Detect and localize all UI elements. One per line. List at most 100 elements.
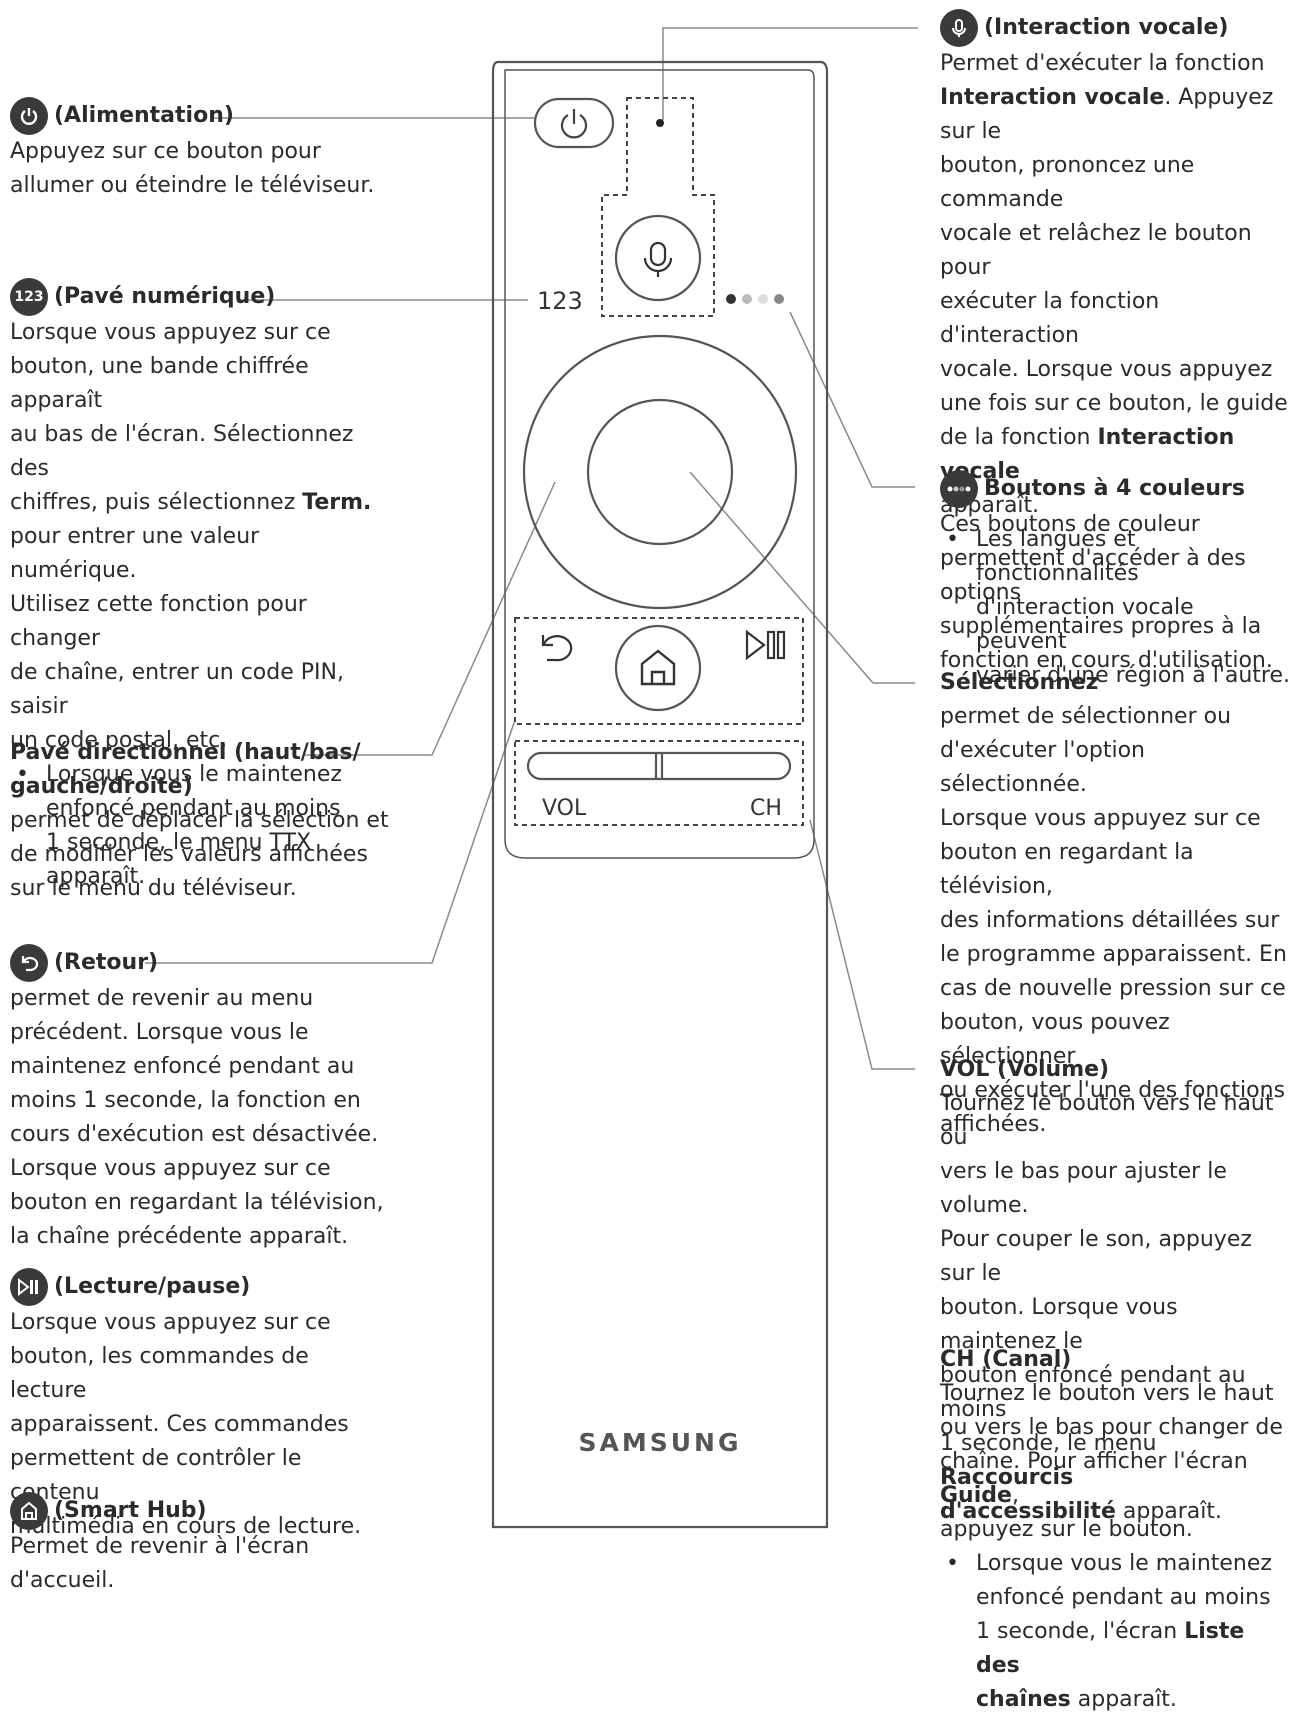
leader-back <box>145 719 516 964</box>
back-desc-6: Lorsque vous appuyez sur ce <box>10 1156 331 1181</box>
voice-desc-7: une fois sur ce bouton, le guide <box>940 391 1288 416</box>
ch-desc-1: Tournez le bouton vers le haut <box>940 1381 1274 1406</box>
vol-desc-7-text: apparaît. <box>1115 1499 1223 1524</box>
ch-title: CH (Canal) <box>940 1347 1072 1372</box>
power-button[interactable] <box>533 97 615 149</box>
select-desc-4: bouton en regardant la télévision, <box>940 840 1194 899</box>
mic-hole <box>656 119 664 127</box>
back-arrow-icon <box>541 635 573 662</box>
voice-desc-1: Permet d'exécuter la fonction <box>940 51 1265 76</box>
vol-desc-3: Pour couper le son, appuyez sur le <box>940 1227 1252 1286</box>
microphone-icon <box>643 241 673 277</box>
ch-desc-3: chaîne. Pour afficher l'écran Guide, <box>940 1445 1290 1513</box>
ch-desc-3-comma: , <box>1011 1483 1019 1508</box>
play-title: (Lecture/pause) <box>54 1274 251 1299</box>
remote-panel <box>504 69 815 859</box>
voice-bullet-2: d'interaction vocale peuvent <box>976 595 1194 654</box>
ch-bullet-3-text: 1 seconde, l'écran <box>976 1619 1185 1644</box>
back-desc-2: précédent. Lorsque vous le <box>10 1020 309 1045</box>
color-dots-icon <box>726 294 784 304</box>
select-section: Sélectionnez permet de sélectionner ou d… <box>940 666 1290 1142</box>
back-title: (Retour) <box>54 950 159 975</box>
ch-section: CH (Canal) Tournez le bouton vers le hau… <box>940 1343 1290 1717</box>
voice-title: (Interaction vocale) <box>984 15 1229 40</box>
ch-desc-4: appuyez sur le bouton. <box>940 1517 1193 1542</box>
dpad-desc-2: de modifier les valeurs affichées <box>10 842 368 867</box>
keypad-bullet-2: enfoncé pendant au moins <box>46 796 341 821</box>
color-dots-icon <box>940 470 978 508</box>
ch-desc-3-bold: Guide <box>940 1483 1012 1508</box>
voice-desc-5: exécuter la fonction d'interaction <box>940 289 1160 348</box>
select-desc-1: permet de sélectionner ou <box>940 704 1232 729</box>
leader-colors <box>789 311 915 488</box>
voice-section: (Interaction vocale) Permet d'exécuter l… <box>940 9 1290 693</box>
vol-desc-4: bouton. Lorsque vous maintenez le <box>940 1295 1178 1354</box>
home-icon <box>10 1492 48 1530</box>
keypad-desc-3: au bas de l'écran. Sélectionnez des <box>10 422 354 481</box>
dpad-title-2: gauche/droite) <box>10 774 193 799</box>
dpad-ring[interactable] <box>522 334 798 610</box>
vol-section: VOL (Volume) Tournez le bouton vers le h… <box>940 1053 1290 1529</box>
ch-desc-3-text: chaîne. Pour afficher l'écran <box>940 1449 1248 1474</box>
vol-ch-rocker[interactable] <box>526 751 792 781</box>
select-button[interactable] <box>586 398 734 546</box>
keypad-bullet-3: 1 seconde, le menu TTX <box>46 830 312 855</box>
select-desc-7: cas de nouvelle pression sur ce <box>940 976 1286 1001</box>
power-icon <box>10 97 48 135</box>
power-title: (Alimentation) <box>54 103 234 128</box>
select-desc-10: affichées. <box>940 1112 1047 1137</box>
voice-desc-6: vocale. Lorsque vous appuyez <box>940 357 1273 382</box>
select-desc-6: le programme apparaissent. En <box>940 942 1287 967</box>
voice-button[interactable] <box>614 214 702 302</box>
play-desc-1: Lorsque vous appuyez sur ce <box>10 1310 331 1335</box>
voice-bullet-3: varier d'une région à l'autre. <box>976 663 1291 688</box>
voice-highlight <box>601 97 715 317</box>
keypad-bullet-4: apparaît. <box>46 864 146 889</box>
select-desc-9: ou exécuter l'une des fonctions <box>940 1078 1286 1103</box>
home-section: (Smart Hub) Permet de revenir à l'écran … <box>10 1492 390 1598</box>
keypad-desc-4-text: chiffres, puis sélectionnez <box>10 490 303 515</box>
power-icon <box>560 109 588 139</box>
colors-desc-3: supplémentaires propres à la <box>940 614 1262 639</box>
colors-desc-4: fonction en cours d'utilisation. <box>940 648 1273 673</box>
voice-desc-3: bouton, prononcez une commande <box>940 153 1195 212</box>
brand-logo: SAMSUNG <box>579 1428 742 1457</box>
select-desc-8: bouton, vous pouvez sélectionner <box>940 1010 1170 1069</box>
home-title: (Smart Hub) <box>54 1498 207 1523</box>
vol-desc-5: bouton enfoncé pendant au moins <box>940 1363 1246 1422</box>
select-desc-2: d'exécuter l'option sélectionnée. <box>940 738 1146 797</box>
keypad-bullet-1: Lorsque vous le maintenez <box>46 762 342 787</box>
dpad-title-1: Pavé directionnel (haut/bas/ <box>10 740 361 765</box>
ch-bullet-4-bold: chaînes <box>976 1687 1071 1712</box>
vol-desc-6: 1 seconde, le menu Raccourcis <box>940 1427 1290 1495</box>
dpad-desc-1: permet de déplacer la sélection et <box>10 808 389 833</box>
home-desc-1: Permet de revenir à l'écran <box>10 1534 310 1559</box>
vol-title: VOL (Volume) <box>940 1057 1110 1082</box>
back-desc-8: la chaîne précédente apparaît. <box>10 1224 349 1249</box>
voice-bullet-1: Les langues et fonctionnalités <box>940 523 1290 591</box>
home-icon <box>640 649 676 686</box>
play-section: (Lecture/pause) Lorsque vous appuyez sur… <box>10 1268 390 1544</box>
leader-select <box>689 471 915 684</box>
back-section: (Retour) permet de revenir au menu précé… <box>10 944 390 1254</box>
colors-section: Boutons à 4 couleurs Ces boutons de coul… <box>940 470 1290 678</box>
play-desc-5: multimédia en cours de lecture. <box>10 1514 362 1539</box>
home-desc-2: d'accueil. <box>10 1568 115 1593</box>
back-desc-5: cours d'exécution est désactivée. <box>10 1122 379 1147</box>
home-button[interactable] <box>614 624 702 712</box>
leader-vol <box>809 819 915 1070</box>
keypad-desc-6: Utilisez cette fonction pour changer <box>10 592 307 651</box>
select-title: Sélectionnez <box>940 670 1099 695</box>
keypad-desc-8: un code postal, etc. <box>10 728 228 753</box>
ch-bullet-4: chaînes apparaît. <box>940 1683 1290 1717</box>
power-desc-1: Appuyez sur ce bouton pour <box>10 139 321 164</box>
keypad-desc-7: de chaîne, entrer un code PIN, saisir <box>10 660 344 719</box>
keypad-desc-1: Lorsque vous appuyez sur ce <box>10 320 331 345</box>
keypad-desc-5: pour entrer une valeur numérique. <box>10 524 260 583</box>
keypad-title: (Pavé numérique) <box>54 284 276 309</box>
dpad-desc-3: sur le menu du téléviseur. <box>10 876 297 901</box>
voice-desc-2: Interaction vocale. Appuyez sur le <box>940 81 1290 149</box>
keypad-desc-4: chiffres, puis sélectionnez Term. <box>10 486 390 520</box>
keypad-icon: 123 <box>10 278 48 316</box>
colors-desc-1: Ces boutons de couleur <box>940 512 1200 537</box>
